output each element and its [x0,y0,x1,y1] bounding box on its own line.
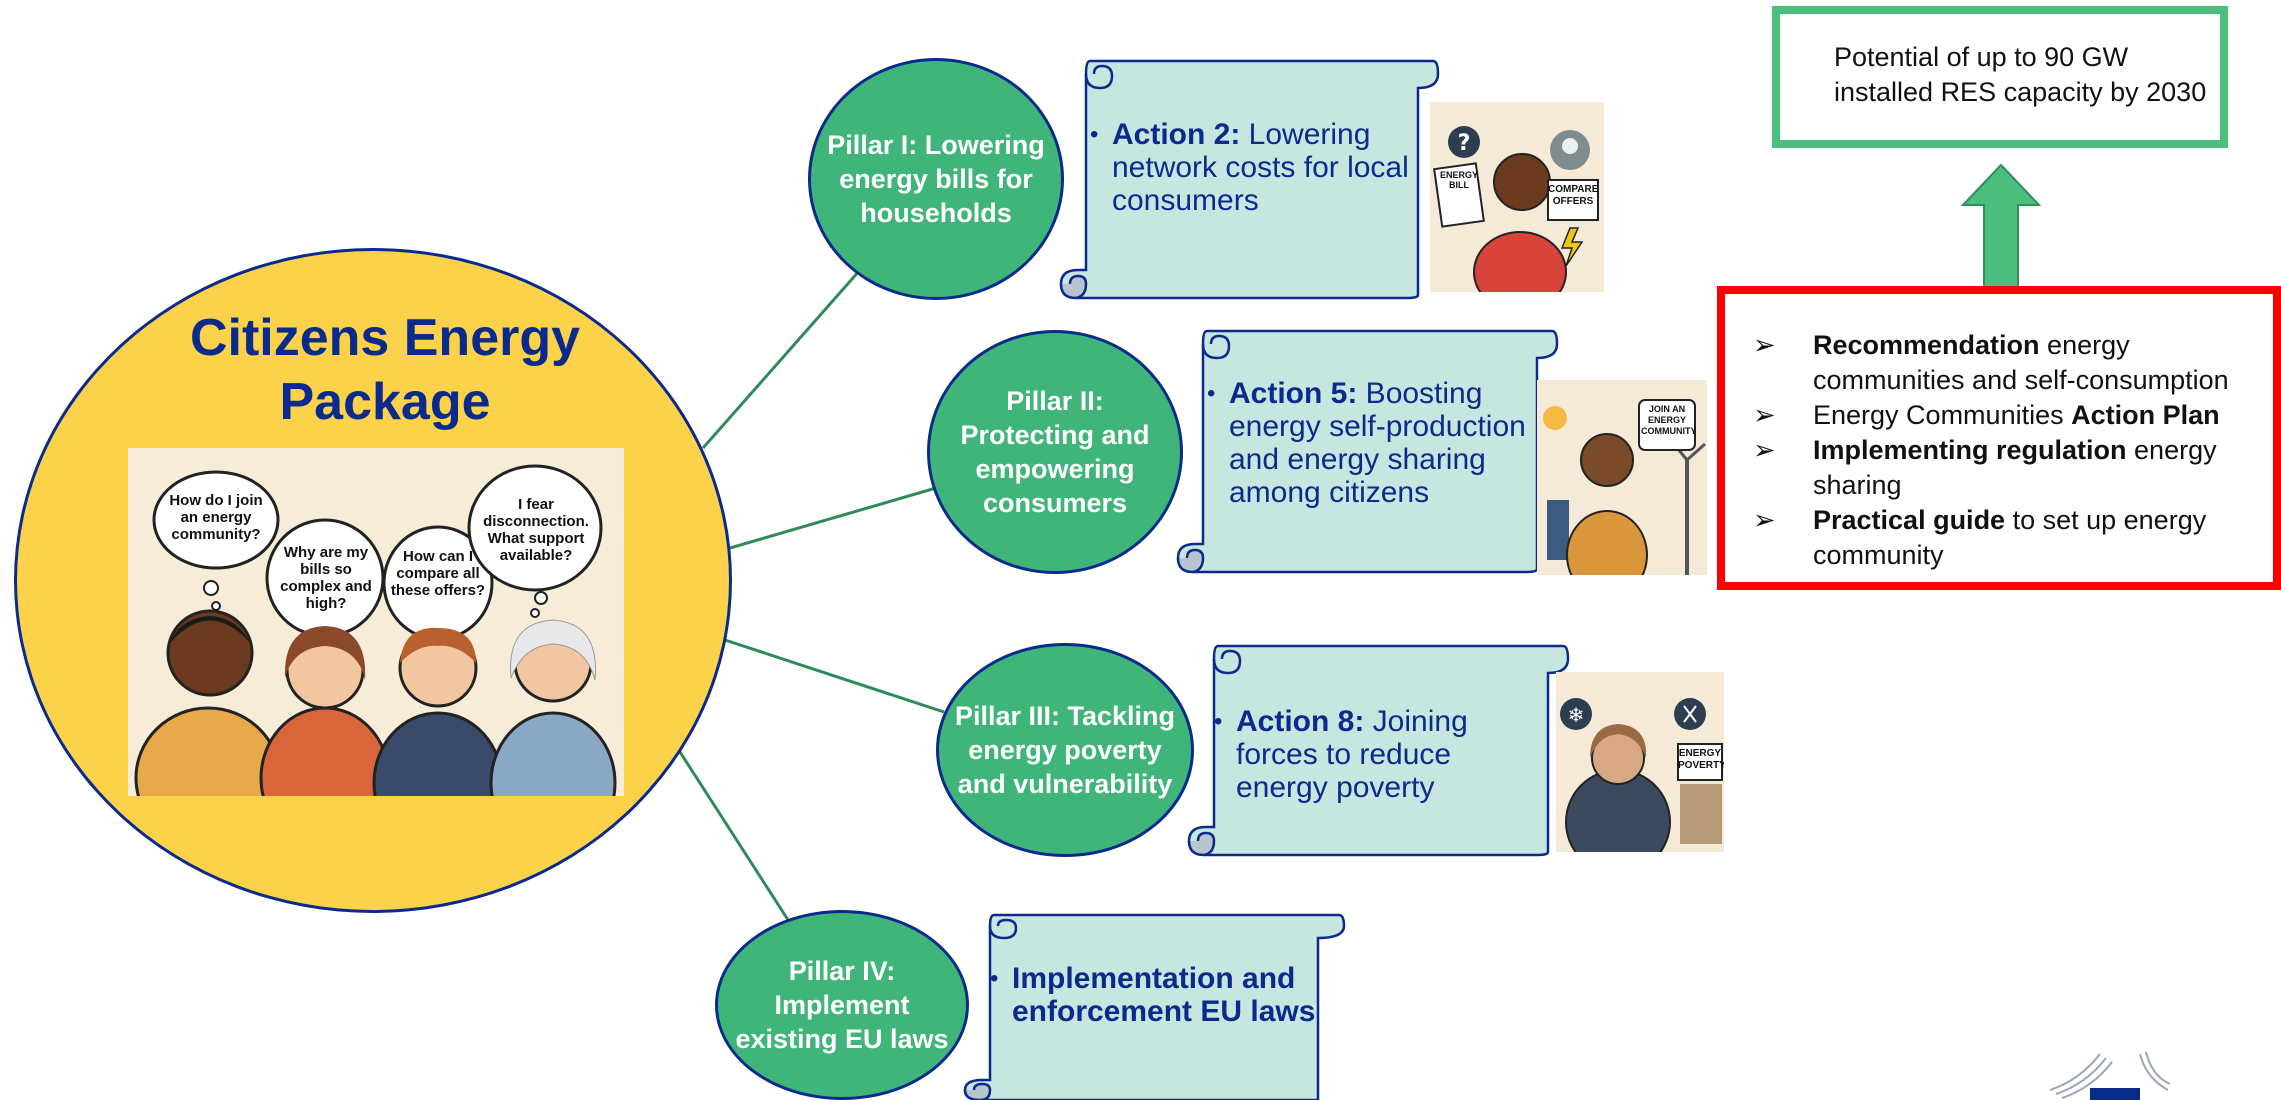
rec-3-bold: Implementing regulation [1813,435,2127,465]
action-5-bold: Action 5: [1229,377,1358,410]
energy-poverty-drawing: ❄ [1560,698,1723,852]
connector-pillar-2 [729,486,937,550]
connector-pillar-1 [701,269,862,449]
svg-text:?: ? [1458,131,1471,156]
scroll-bullet: • [990,965,999,992]
energy-bill-drawing: ? [1433,126,1599,292]
rec-4-bold: Practical guide [1813,505,2006,535]
illustration-energy-bill: ? ENERGY BILL COMPARE OFFERS [1430,102,1604,292]
main-title: Citizens Energy Package [189,309,581,431]
thought-3: How can I compare all these offers? [390,548,486,599]
action-impl-bold: Implementation and enforcement EU laws [1012,962,1316,1028]
rec-2-bold: Action Plan [2071,400,2220,430]
illustration-join-community: JOIN AN ENERGY COMMUNITY [1537,380,1707,575]
action-8-desc: Joining forces to reduce energy poverty [1236,705,1468,804]
citizens-illustration: How do I join an energy community? Why a… [128,448,624,796]
action-5-text: • Action 5: Boosting energy self-product… [1207,377,1529,509]
action-scroll-3: • Action 8: Joining forces to reduce ene… [1186,643,1570,857]
action-2-bold: Action 2: [1112,118,1241,151]
action-2-text: • Action 2: Lowering network costs for l… [1090,118,1412,217]
ec-logo [2050,1051,2170,1100]
recommendations-list: ➢ Recommendation energy communities and … [1725,328,2281,573]
action-scroll-4: • Implementation and enforcement EU laws [962,912,1346,1100]
potential-box: Potential of up to 90 GW installed RES c… [1772,6,2228,148]
action-plan-item: ➢ Energy Communities Action Plan [1725,398,2281,433]
compare-offers-label: COMPARE OFFERS [1548,184,1599,207]
action-2-desc: Lowering network costs for local consume… [1112,118,1409,217]
action-impl-text: • Implementation and enforcement EU laws [990,962,1322,1028]
rec-1-text: energy communities and self-consumption [1813,330,2229,395]
arrow-bullet-icon: ➢ [1753,330,1776,360]
scroll-shape-2 [1176,329,1559,574]
practical-guide-item: ➢ Practical guide to set up energy commu… [1725,503,2281,573]
pillar-1-label: Pillar I: Lowering energy bills for hous… [827,130,1045,228]
rec-2-text: Energy Communities [1813,400,2072,430]
scroll-shape-4 [963,913,1346,1100]
energy-bill-label: ENERGY BILL [1439,170,1478,190]
pillar-1-circle: Pillar I: Lowering energy bills for hous… [808,58,1064,300]
scroll-bullet: • [1207,380,1216,407]
join-community-drawing [1543,399,1706,575]
action-8-bold: Action 8: [1236,705,1365,738]
illustration-energy-poverty: ❄ ENERGY POVERTY [1556,672,1724,852]
recommendations-box: ➢ Recommendation energy communities and … [1717,286,2281,590]
svg-text:❄: ❄ [1568,703,1585,727]
pillar-2-circle: Pillar II: Protecting and empowering con… [927,330,1183,574]
connector-pillar-3 [724,638,945,714]
rec-4-text: to set up energy community [1813,505,2207,570]
scroll-bullet: • [1090,121,1099,148]
rec-1-bold: Recommendation [1813,330,2040,360]
recommendation-item: ➢ Recommendation energy communities and … [1725,328,2281,398]
pillar-3-label: Pillar III: Tackling energy poverty and … [954,701,1176,799]
scroll-bullet: • [1214,708,1223,735]
scroll-shape-1 [1059,59,1440,300]
pillar-2-label: Pillar II: Protecting and empowering con… [960,386,1150,518]
pillar-3-circle: Pillar III: Tackling energy poverty and … [936,643,1194,857]
arrow-bullet-icon: ➢ [1753,400,1776,430]
connector-pillar-4 [678,751,792,924]
potential-text: Potential of up to 90 GW installed RES c… [1834,42,2207,107]
thought-1: How do I join an energy community? [169,492,263,543]
scroll-shape-3 [1187,644,1570,857]
arrow-bullet-icon: ➢ [1753,505,1776,535]
action-scroll-1: • Action 2: Lowering network costs for l… [1058,58,1440,300]
pillar-4-circle: Pillar IV: Implement existing EU laws [715,910,969,1100]
rec-3-text: energy sharing [1813,435,2217,500]
up-arrow [1961,163,2041,288]
arrow-bullet-icon: ➢ [1753,435,1776,465]
implementing-regulation-item: ➢ Implementing regulation energy sharing [1725,433,2281,503]
thought-4: I fear disconnection. What support avail… [483,496,589,564]
people-drawing [134,464,617,796]
action-scroll-2: • Action 5: Boosting energy self-product… [1175,328,1559,574]
join-community-label: JOIN AN ENERGY COMMUNITY [1641,404,1697,436]
thought-2: Why are my bills so complex and high? [280,544,372,612]
energy-poverty-label: ENERGY POVERTY [1678,748,1724,771]
pillar-4-label: Pillar IV: Implement existing EU laws [735,956,949,1054]
action-8-text: • Action 8: Joining forces to reduce ene… [1214,705,1526,804]
action-5-desc: Boosting energy self-production and ener… [1229,377,1526,509]
